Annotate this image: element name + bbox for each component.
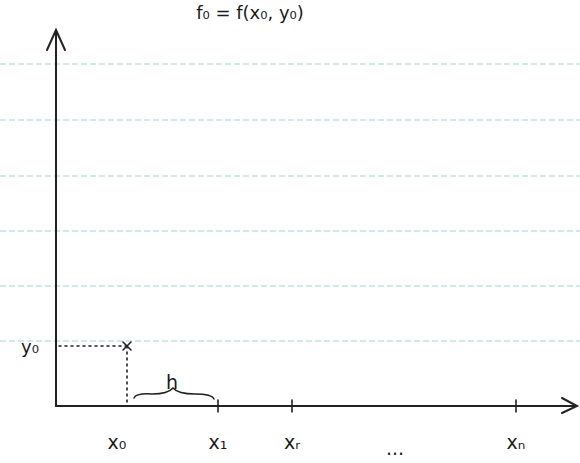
formula-note: f₀ = f(x₀, y₀) (196, 4, 304, 22)
tick-label: xₙ (507, 433, 526, 452)
tick-label: x₁ (209, 433, 228, 452)
tick-label: xᵣ (284, 433, 300, 452)
ellipsis: ... (386, 439, 404, 458)
tick-label: x₀ (108, 433, 127, 452)
step-size: h (166, 373, 178, 392)
axis-value: y₀ (21, 338, 39, 356)
